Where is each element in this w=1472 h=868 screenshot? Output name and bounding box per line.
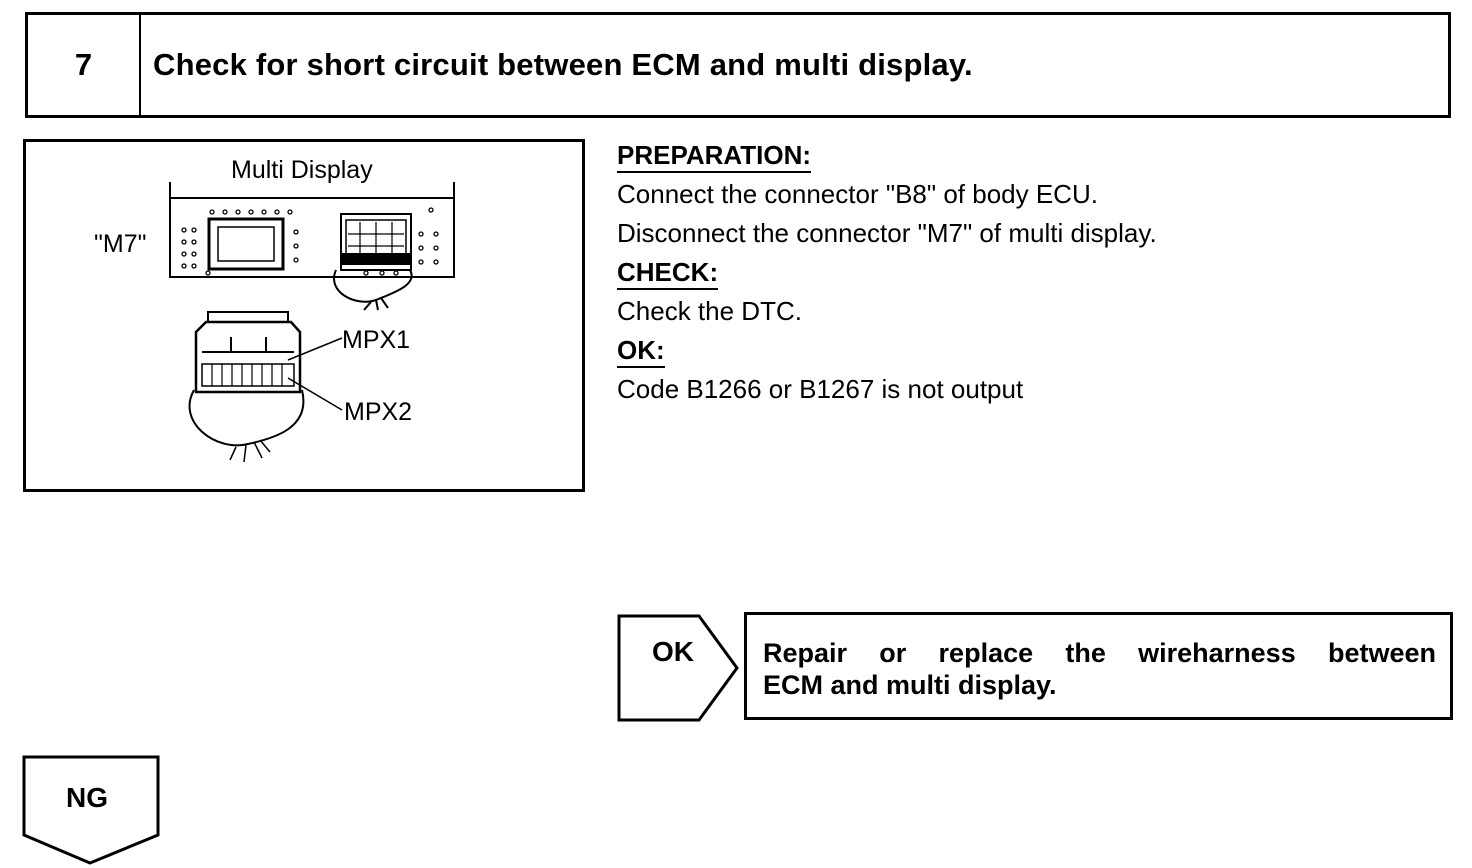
- check-heading: CHECK:: [617, 256, 719, 290]
- preparation-line-2: Disconnect the connector "M7" of multi d…: [617, 218, 1157, 248]
- step-title: Check for short circuit between ECM and …: [153, 47, 973, 82]
- instructions: PREPARATION: Connect the connector "B8" …: [617, 136, 1437, 409]
- mpx1-pin-label: MPX1: [342, 326, 411, 354]
- ok-arrow-icon: [617, 614, 739, 722]
- ok-result-box: Repair or replace the wireharness betwee…: [744, 612, 1453, 720]
- step-number: 7: [28, 15, 141, 115]
- mpx2-pin-label: MPX2: [344, 398, 413, 426]
- connector-illustration: Multi Display "M7" MPX1 MPX2: [23, 139, 585, 492]
- ok-result-line-1: Repair or replace the wireharness betwee…: [763, 638, 1436, 668]
- ok-criteria-line-1: Code B1266 or B1267 is not output: [617, 374, 1024, 404]
- preparation-line-1: Connect the connector "B8" of body ECU.: [617, 179, 1098, 209]
- connector-m7-label: "M7": [94, 230, 147, 258]
- multi-display-label: Multi Display: [231, 156, 373, 184]
- ok-criteria-heading: OK:: [617, 334, 665, 368]
- check-line-1: Check the DTC.: [617, 296, 802, 326]
- step-header: 7 Check for short circuit between ECM an…: [25, 12, 1451, 118]
- preparation-heading: PREPARATION:: [617, 139, 812, 173]
- ok-result-label: OK: [652, 636, 694, 667]
- connector-drawing: [169, 182, 455, 463]
- ng-result-label: NG: [66, 782, 108, 813]
- ok-result-line-2: ECM and multi display.: [763, 670, 1057, 700]
- ng-arrow-icon: [22, 755, 160, 865]
